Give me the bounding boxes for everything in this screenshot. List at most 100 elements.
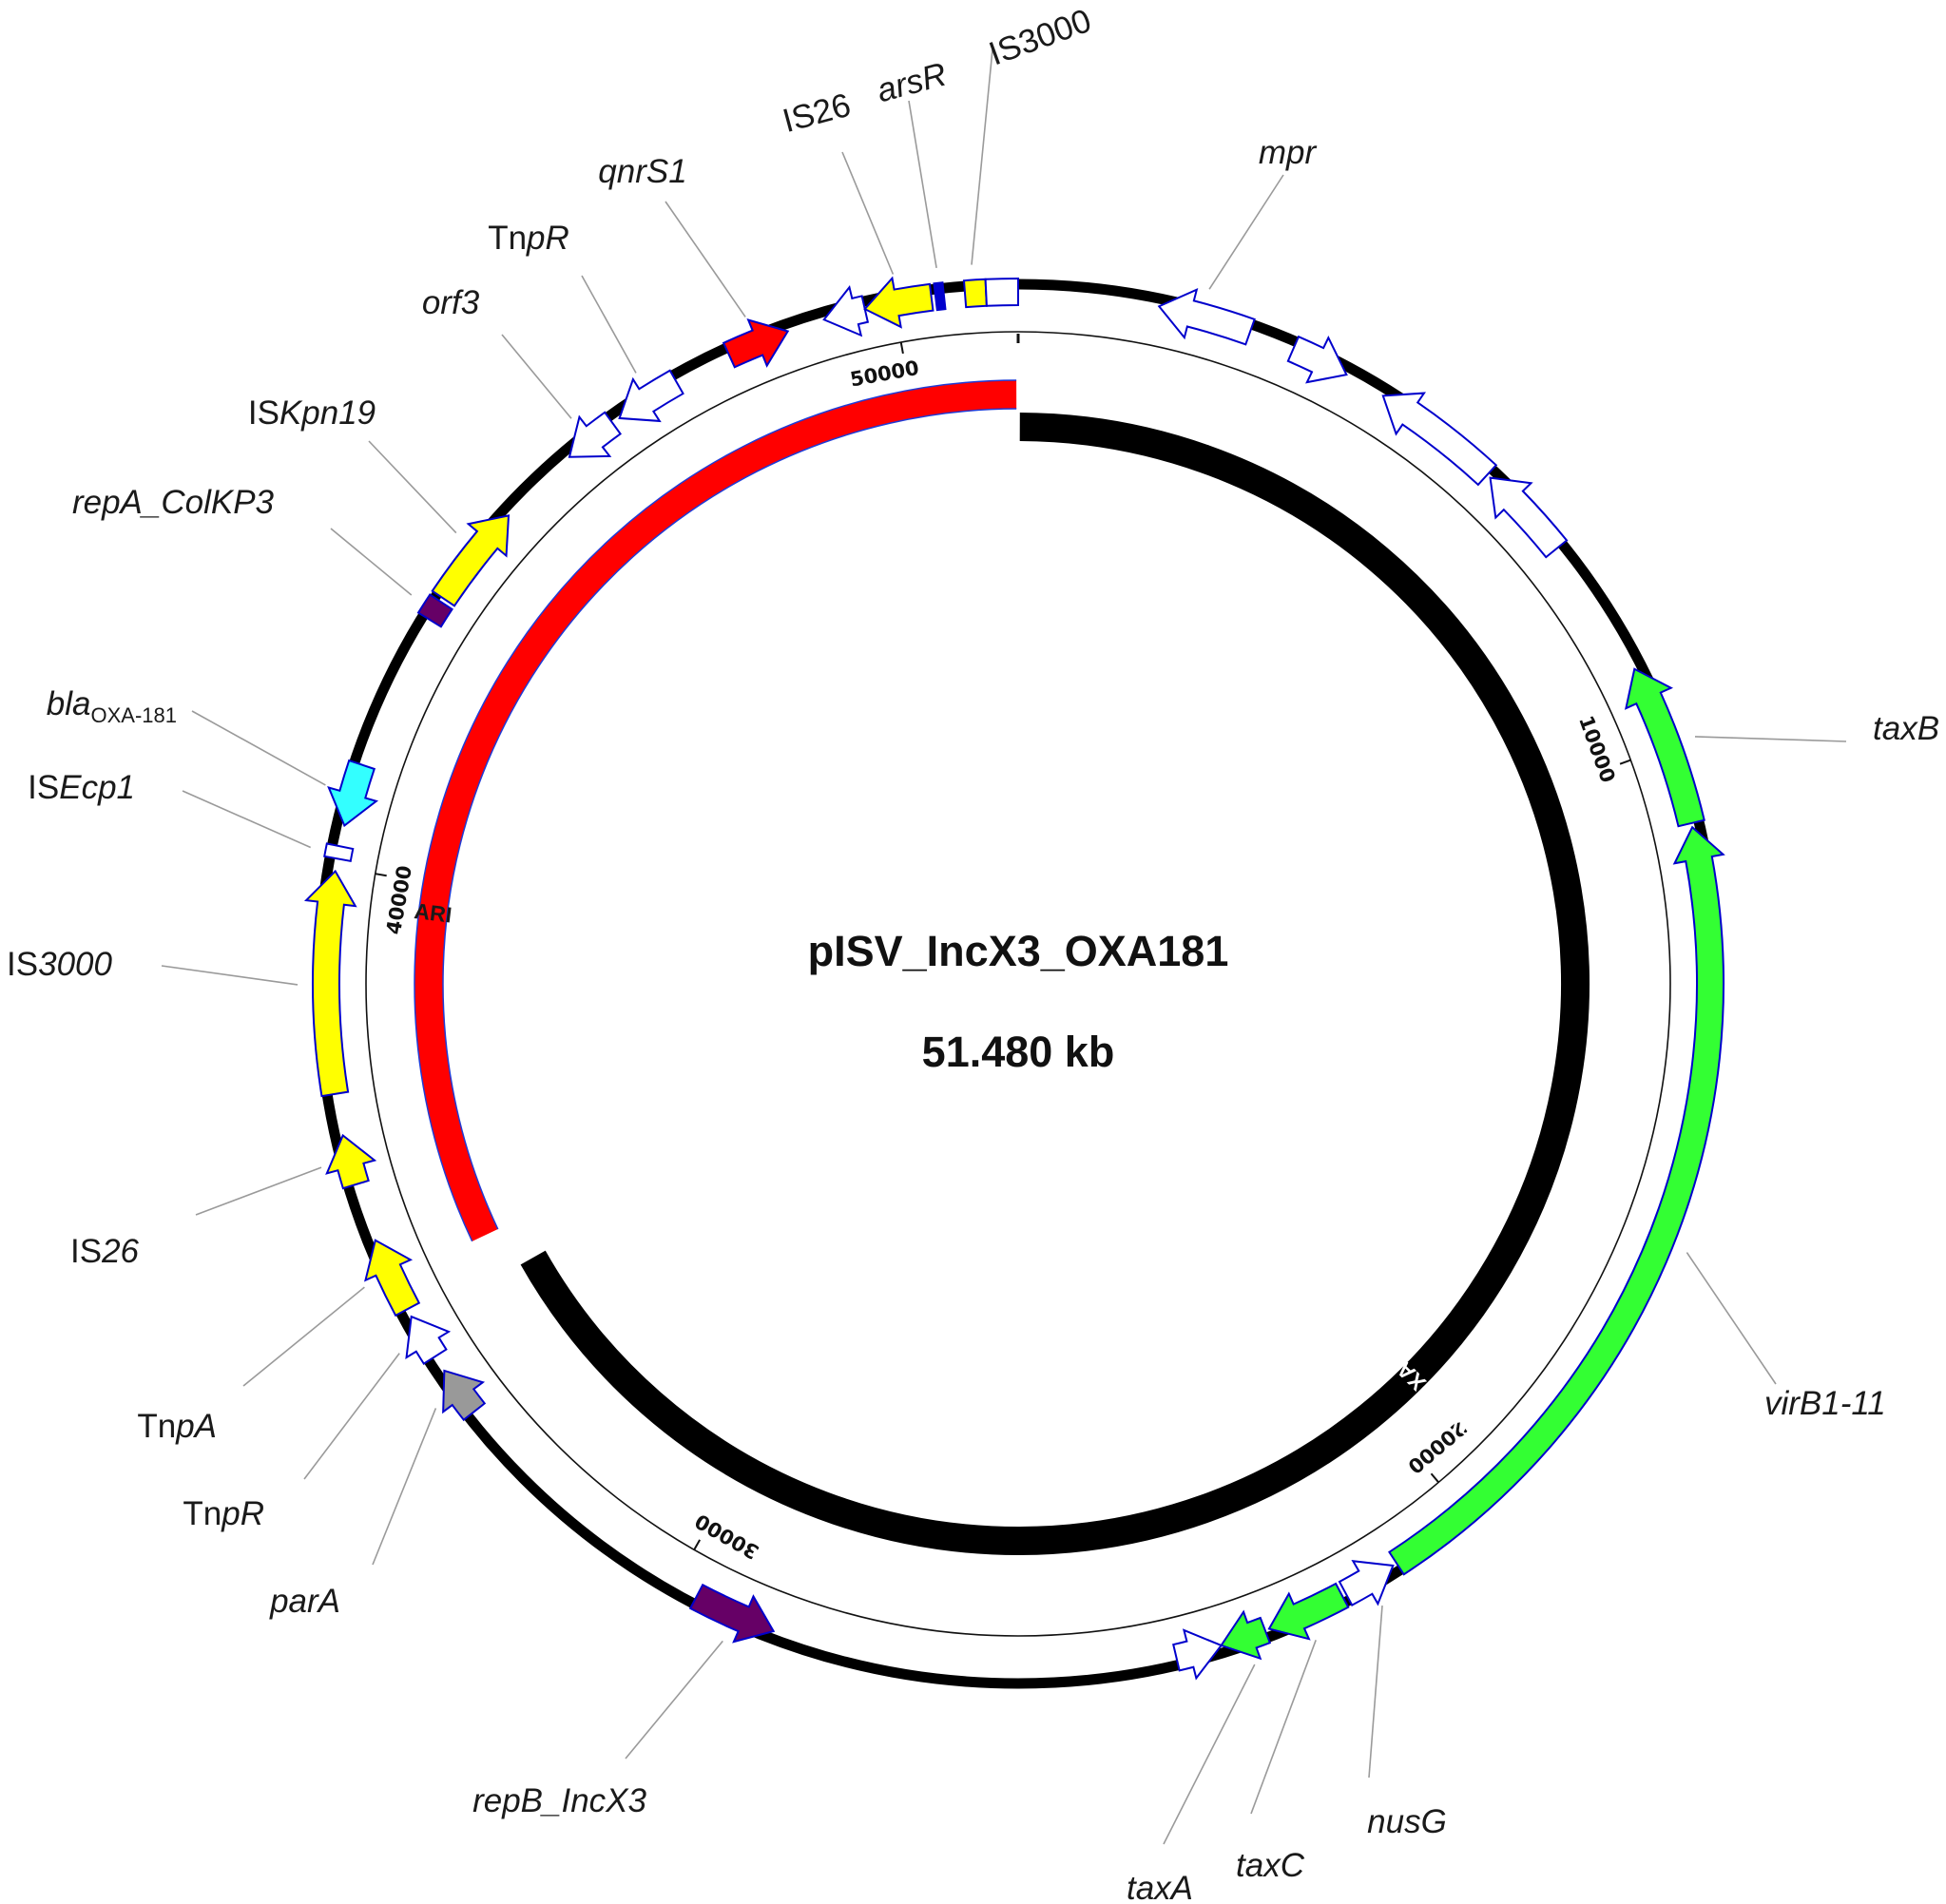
- gene-label-qnrS1: qnrS1: [598, 153, 686, 190]
- leader-line: [501, 334, 572, 419]
- scale-tick: [375, 873, 387, 877]
- region-arc-backbone: [520, 413, 1590, 1555]
- feature-orf3: [568, 411, 622, 458]
- gene-label-ISEcp1: ISEcp1: [28, 769, 135, 806]
- leader-line: [665, 201, 746, 317]
- label-part: Ecp1: [59, 769, 135, 806]
- label-part: orf3: [422, 284, 480, 321]
- feature-taxA: [1220, 1609, 1272, 1661]
- feature-TnpR-a: [618, 369, 684, 423]
- feature-arsR: [933, 281, 947, 312]
- label-part: mpr: [1259, 134, 1318, 171]
- scale-tick-label: 40000: [382, 864, 416, 936]
- label-part: pR: [221, 1495, 264, 1532]
- leader-line: [1694, 736, 1847, 742]
- leader-line: [372, 1408, 437, 1566]
- leader-line: [182, 790, 312, 849]
- feature-IS3000-a-part: [962, 278, 988, 309]
- leader-line: [1208, 174, 1284, 290]
- label-part: IS26: [779, 87, 855, 140]
- feature-hyp-4: [1489, 476, 1569, 559]
- label-part: Kpn19: [279, 394, 376, 432]
- scale-tick-label: 10000: [1574, 713, 1620, 786]
- region-arc-ari: [414, 380, 1017, 1241]
- gene-label-TnpA: TnpA: [137, 1408, 217, 1445]
- leader-line: [841, 151, 895, 275]
- gene-label-IS26-left: IS26: [70, 1233, 140, 1270]
- scale-tick-label: 50000: [848, 356, 920, 392]
- scale-tick: [1619, 759, 1631, 765]
- label-part: repB_IncX3: [472, 1782, 646, 1819]
- gene-label-repA: repA_ColKP3: [72, 484, 275, 521]
- region-outline: [442, 408, 1017, 1230]
- scale-tick-label: 30000: [691, 1510, 762, 1564]
- label-part: repA_ColKP3: [72, 484, 275, 521]
- leader-line: [330, 528, 413, 596]
- feature-qnrS1: [722, 317, 790, 369]
- gene-label-taxA: taxA: [1127, 1870, 1193, 1904]
- feature-nusG: [1338, 1559, 1395, 1606]
- gene-label-IS3000-top: IS3000: [984, 2, 1096, 73]
- label-leader-lines: [161, 48, 1847, 1845]
- region-label-ari: ARI: [413, 898, 453, 928]
- scale-tick: [693, 1539, 702, 1550]
- region-outline: [414, 379, 1017, 1242]
- scale-circle: [365, 331, 1671, 1637]
- label-part: Tn: [183, 1495, 222, 1532]
- feature-taxB: [1624, 667, 1705, 828]
- gene-label-arsR: arsR: [873, 55, 950, 109]
- feature-IS3000-a-rest: [984, 277, 1019, 307]
- leader-line: [242, 1286, 365, 1387]
- gene-label-virB: virB1-11: [1764, 1385, 1886, 1422]
- feature-TnpR-b: [405, 1315, 452, 1366]
- label-part: Tn: [137, 1408, 176, 1445]
- label-part: nusG: [1367, 1803, 1447, 1840]
- gene-label-IS26-top: IS26: [779, 87, 855, 140]
- plasmid-length: 51.480 kb: [922, 1028, 1115, 1076]
- feature-taxC: [1267, 1582, 1350, 1641]
- feature-TnpA: [364, 1239, 421, 1317]
- gene-label-taxC: taxC: [1236, 1847, 1305, 1884]
- label-part: IS3000: [984, 2, 1096, 73]
- feature-ISKpn19: [431, 514, 511, 607]
- label-part: virB1-11: [1764, 1385, 1886, 1422]
- leader-line: [971, 48, 993, 265]
- label-part: qnrS1: [598, 153, 686, 190]
- leader-line: [908, 100, 937, 269]
- leader-line: [1163, 1664, 1256, 1845]
- gene-label-TnpR-b: TnpR: [183, 1495, 264, 1532]
- label-part: pA: [175, 1408, 217, 1445]
- gene-label-taxB: taxB: [1873, 710, 1939, 747]
- label-part: IS: [70, 1233, 102, 1270]
- label-part: Tn: [488, 220, 527, 257]
- label-part: taxB: [1873, 710, 1939, 747]
- feature-virB1-11: [1388, 825, 1725, 1576]
- label-part: 26: [101, 1233, 139, 1270]
- leader-line: [1368, 1606, 1383, 1779]
- label-part: arsR: [873, 55, 950, 109]
- label-part: pR: [526, 220, 569, 257]
- leader-line: [303, 1353, 400, 1480]
- feature-bla-OXA-181: [327, 759, 379, 828]
- label-part: taxA: [1127, 1870, 1193, 1904]
- label-part: IS: [28, 769, 59, 806]
- label-part: taxC: [1236, 1847, 1305, 1884]
- gene-label-TnpR-a: TnpR: [488, 220, 569, 257]
- feature-repB_IncX3: [688, 1583, 776, 1644]
- label-part: OXA-181: [91, 703, 178, 727]
- gene-label-mpr: mpr: [1259, 134, 1318, 171]
- scale-tick: [899, 341, 904, 355]
- label-part: 3000: [38, 946, 112, 983]
- leader-line: [581, 275, 637, 374]
- label-part: bla: [47, 685, 91, 722]
- feature-hyp-orf-b: [822, 284, 870, 337]
- feature-IS3000-b: [303, 869, 357, 1098]
- gene-label-ISKpn19: ISKpn19: [248, 394, 376, 432]
- gene-label-nusG: nusG: [1367, 1803, 1447, 1840]
- leader-line: [161, 965, 299, 986]
- gene-label-bla: blaOXA-181: [47, 685, 177, 727]
- scale-tick: [1430, 1472, 1439, 1484]
- feature-IS26-b: [325, 1133, 377, 1190]
- feature-repA_ColKP3: [416, 593, 453, 628]
